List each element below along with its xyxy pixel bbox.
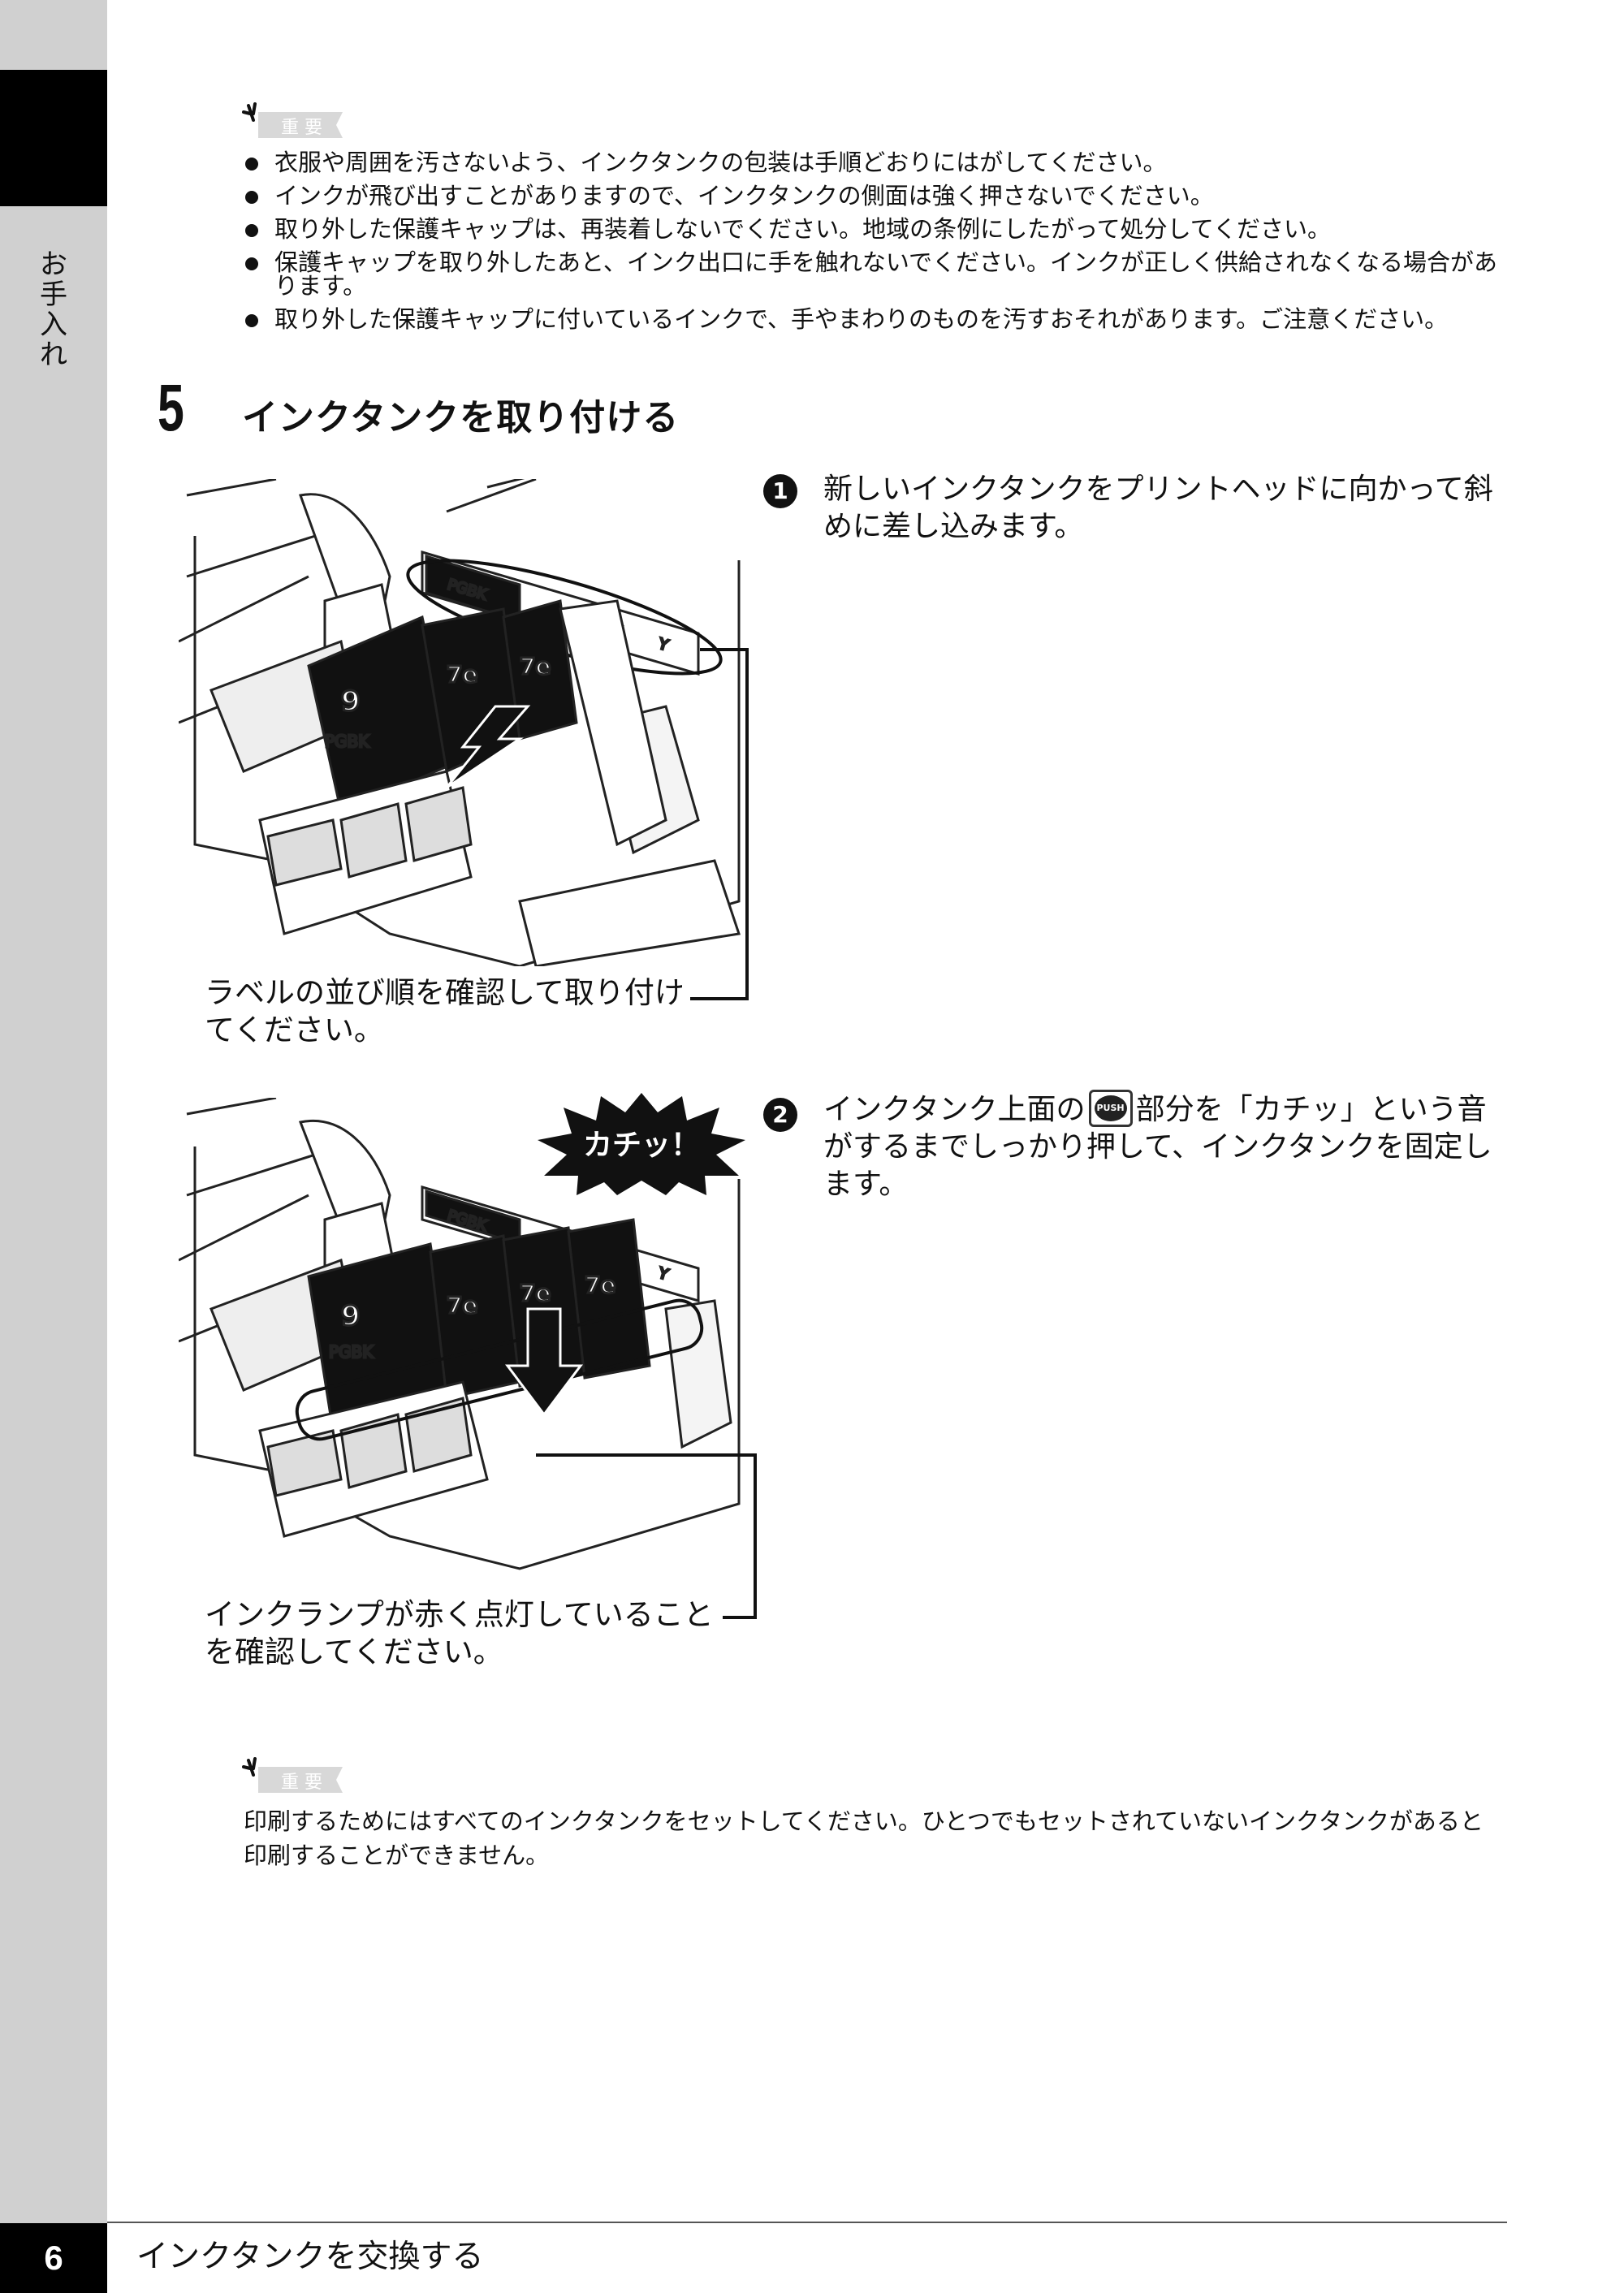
caption-label-order: ラベルの並び順を確認して取り付けてください。 (205, 975, 685, 1047)
tank-label-pgbk: PGBK (325, 732, 369, 751)
sub-step-number-1: 1 (763, 474, 797, 508)
callout-line (690, 648, 749, 1000)
step-number: 5 (158, 371, 184, 445)
caption-ink-lamp: インクランプが赤く点灯していることを確認してください。 (205, 1597, 714, 1669)
bullet-item: 取り外した保護キャップは、再装着しないでください。地域の条例にしたがって処分して… (240, 218, 1507, 241)
tank-label-9: 9 (341, 685, 361, 718)
bullet-item: インクが飛び出すことがありますので、インクタンクの側面は強く押さないでください。 (240, 184, 1507, 208)
tank-label-7e: 7e (585, 1272, 615, 1298)
tank-label-7e: 7e (447, 1292, 477, 1319)
tank-label-7e: 7e (520, 1280, 551, 1306)
important-icon: 重 要 (242, 1757, 343, 1793)
click-sound-burst: カチッ！ (538, 1093, 745, 1195)
sub-step-2-text-after: 部分を「カチッ」という音がするまでしっかり押して、インクタンクを固定します。 (823, 1093, 1492, 1201)
footer-rule (107, 2222, 1507, 2223)
important-icon: 重 要 (242, 102, 343, 138)
important-bullet-list: 衣服や周囲を汚さないよう、インクタンクの包装は手順どおりにはがしてください。 イ… (240, 151, 1507, 341)
side-tab-char: お (40, 248, 67, 281)
side-tab-char: 手 (40, 279, 67, 311)
side-tab-label: お 手 入 れ (37, 250, 70, 370)
step-title: インクタンクを取り付ける (242, 397, 680, 438)
tank-label-7e: 7e (447, 661, 477, 688)
important-badge: 重 要 (242, 1757, 348, 1796)
insert-ink-tank-illustration: PGBK C M Y 9 PGBK 7e 7e (179, 479, 741, 966)
important-label: 重 要 (281, 1773, 322, 1793)
side-tab-char: 入 (40, 309, 67, 341)
sub-step-1-text: 新しいインクタンクをプリントヘッドに向かって斜めに差し込みます。 (823, 473, 1493, 543)
sound-effect-text: カチッ！ (583, 1129, 700, 1162)
side-section-marker (0, 70, 107, 206)
important-note-text: 印刷するためにはすべてのインクタンクをセットしてください。ひとつでもセットされて… (244, 1807, 1484, 1869)
push-ink-tank-illustration: PGBK C M Y 9 PGBK 7e 7e 7e (179, 1098, 741, 1570)
footer-section-title: インクタンクを交換する (136, 2239, 484, 2275)
important-label: 重 要 (281, 118, 322, 138)
page-number: 6 (0, 2223, 107, 2293)
callout-line (536, 1453, 757, 1619)
tank-label-9: 9 (341, 1300, 361, 1332)
bullet-item: 保護キャップを取り外したあと、インク出口に手を触れないでください。インクが正しく… (240, 251, 1507, 298)
tank-label-7e: 7e (520, 653, 551, 680)
push-icon: PUSH (1088, 1090, 1133, 1127)
sub-step-number-2: 2 (763, 1098, 797, 1132)
bullet-item: 取り外した保護キャップに付いているインクで、手やまわりのものを汚すおそれがありま… (240, 308, 1507, 331)
side-tab-char: れ (40, 339, 67, 371)
bullet-item: 衣服や周囲を汚さないよう、インクタンクの包装は手順どおりにはがしてください。 (240, 151, 1507, 175)
sub-step-2-text-before: インクタンク上面の (823, 1093, 1086, 1126)
tank-label-pgbk: PGBK (329, 1342, 374, 1362)
important-badge: 重 要 (242, 102, 348, 141)
side-margin-strip (0, 0, 107, 2293)
